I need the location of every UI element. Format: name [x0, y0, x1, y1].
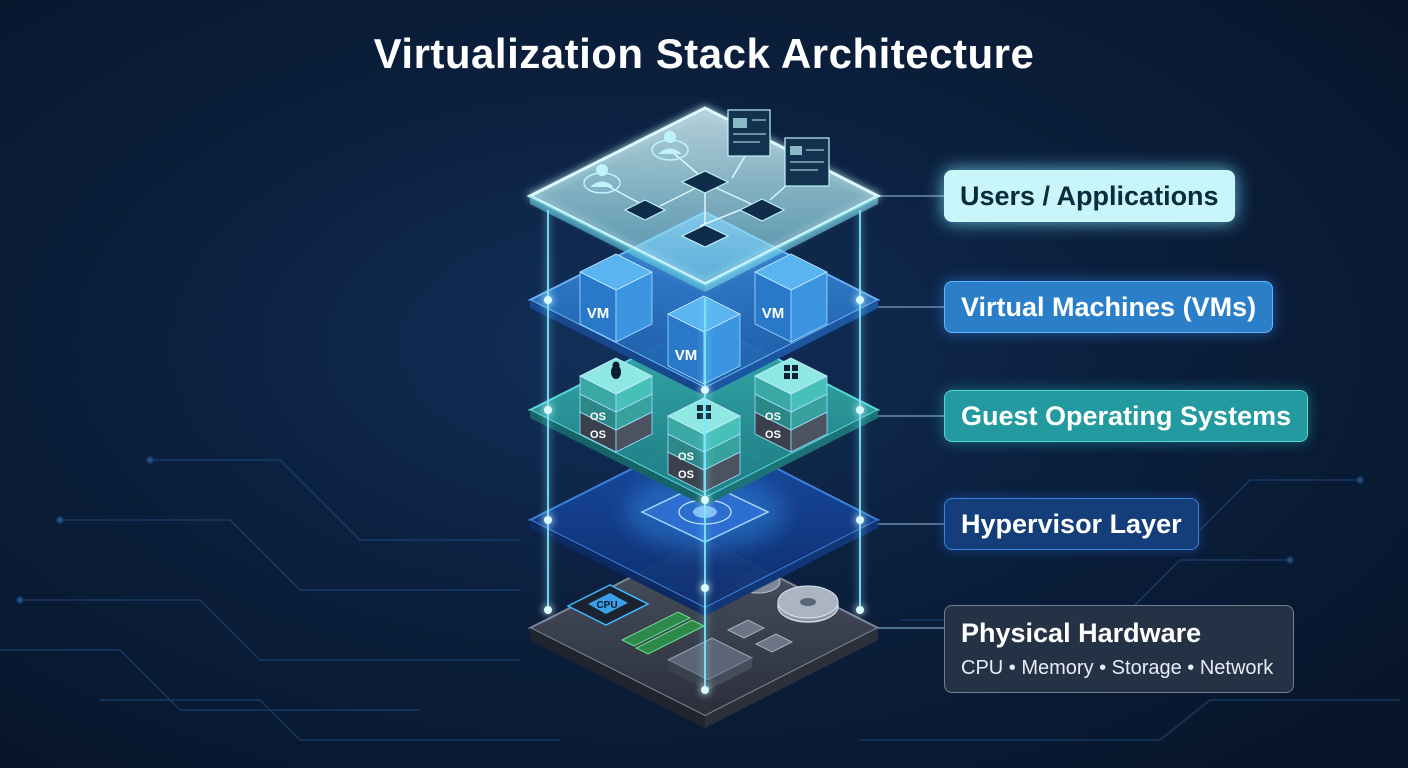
vm-cube-label: VM	[675, 347, 698, 364]
linux-icon	[611, 361, 621, 379]
circuit-traces	[0, 456, 1400, 741]
label-physical-hardware: Physical Hardware CPU • Memory • Storage…	[944, 605, 1294, 693]
os-box-label: OS	[678, 469, 694, 481]
page-title: Virtualization Stack Architecture	[373, 30, 1035, 77]
label-users-applications: Users / Applications	[944, 170, 1235, 222]
chip-label: CPU	[596, 600, 617, 611]
vm-cube: VM	[579, 253, 653, 343]
chip-icon: CPU	[566, 584, 650, 626]
network-icon	[666, 619, 794, 690]
os-box-label: OS	[590, 411, 606, 423]
label-connectors	[878, 195, 944, 629]
window-icon	[784, 137, 830, 187]
label-guest-operating-systems: Guest Operating Systems	[944, 390, 1309, 442]
users-layer	[526, 106, 882, 292]
os-box-label: OS	[765, 411, 781, 423]
os-box-label: OS	[590, 429, 606, 441]
hardware-components: CPU • Memory • Storage • Network	[961, 657, 1274, 679]
vm-cube: VM	[754, 253, 828, 343]
os-box-label: OS	[678, 451, 694, 463]
os-stack: OS OS	[579, 357, 653, 453]
windows-icon	[784, 365, 798, 379]
os-stack: OS OS	[754, 357, 828, 453]
vm-cube-label: VM	[587, 305, 610, 322]
window-icon	[727, 109, 771, 157]
os-box-label: OS	[765, 429, 781, 441]
label-hypervisor-layer: Hypervisor Layer	[944, 498, 1199, 550]
network-node-icon	[623, 170, 786, 248]
user-icon	[651, 131, 689, 161]
label-virtual-machines: Virtual Machines (VMs)	[944, 281, 1274, 333]
vm-cube-label: VM	[762, 305, 785, 322]
user-icon	[583, 164, 621, 194]
pillar-joints	[544, 296, 864, 694]
memory-icon	[620, 611, 706, 655]
windows-icon	[697, 405, 711, 419]
